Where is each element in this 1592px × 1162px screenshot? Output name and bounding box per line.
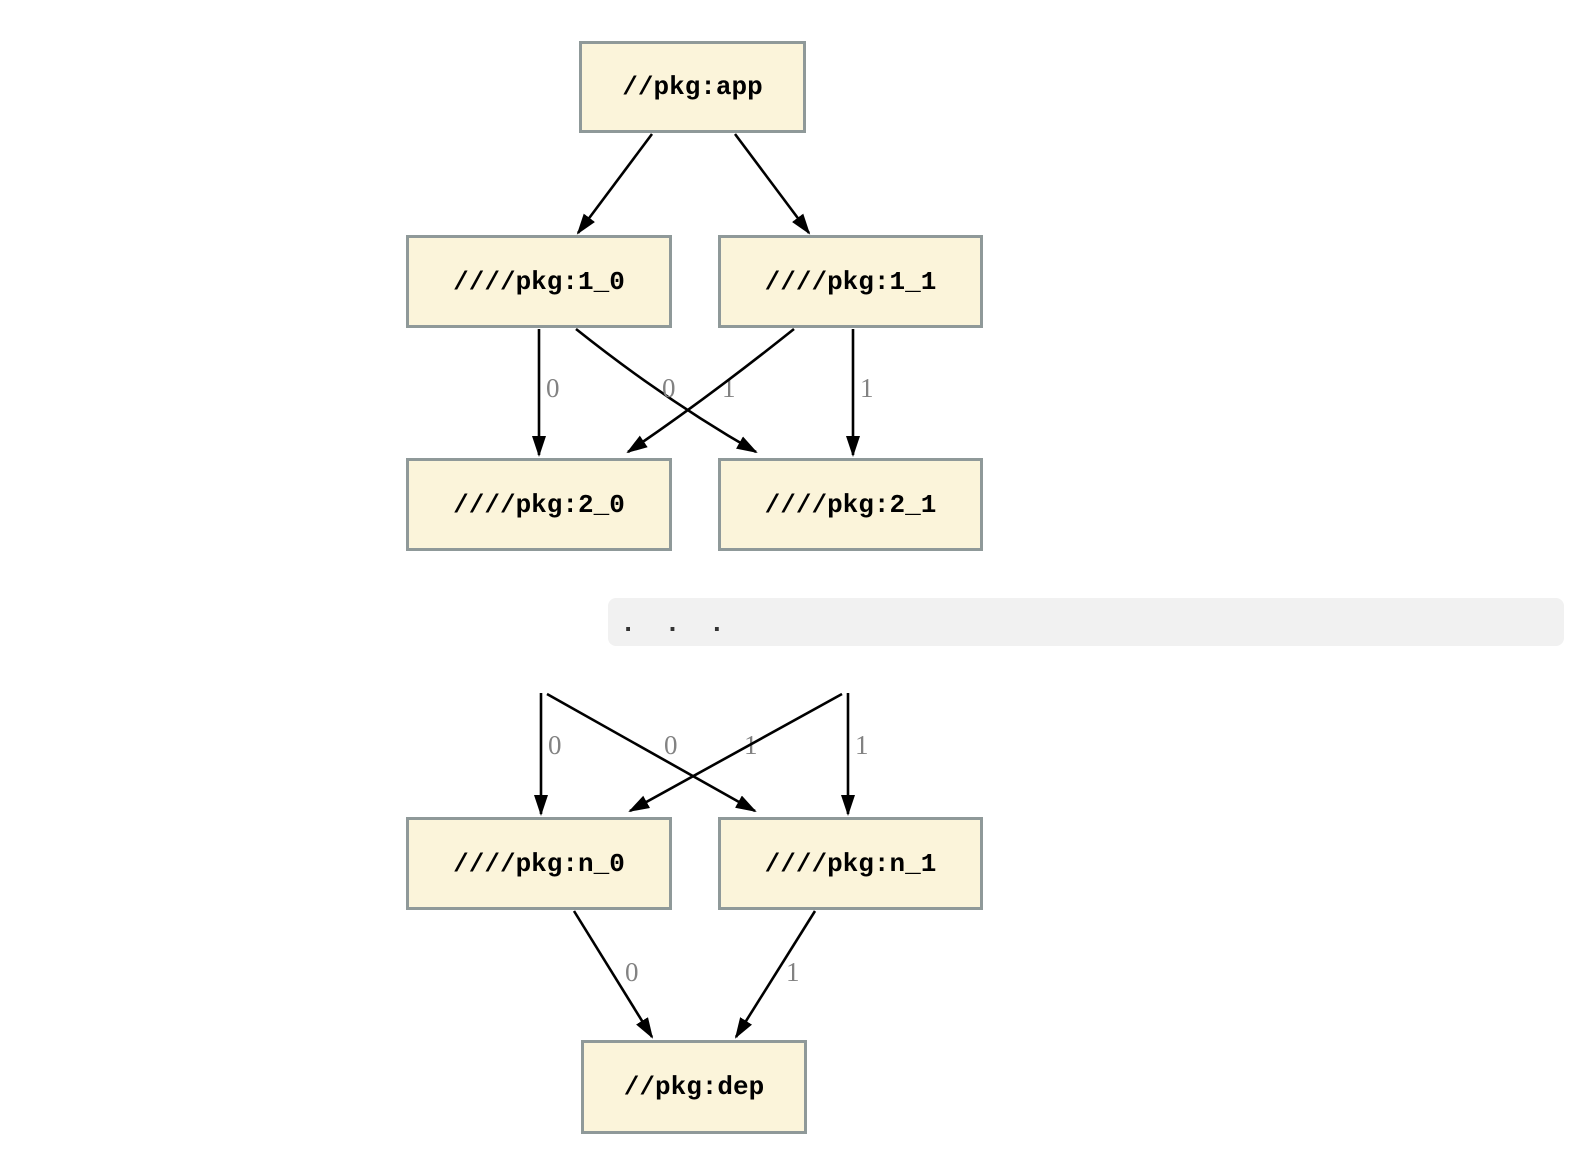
- node-2_0: ////pkg:2_0: [406, 458, 672, 551]
- node-dep: //pkg:dep: [581, 1040, 807, 1134]
- edge-app-to-1_0: [576, 133, 654, 235]
- edge-label-ellipsis-left-to-n_1: 1: [744, 730, 758, 760]
- node-n_0: ////pkg:n_0: [406, 817, 672, 910]
- node-2_1: ////pkg:2_1: [718, 458, 983, 551]
- node-n_1: ////pkg:n_1: [718, 817, 983, 910]
- edge-label-ellipsis-left-to-n_0: 0: [548, 730, 562, 760]
- edge-ellipsis-right-to-n_0: [628, 692, 843, 813]
- edge-label-ellipsis-right-to-n_0: 0: [664, 730, 678, 760]
- edge-label-1_0-to-2_1: 1: [722, 373, 736, 403]
- edge-ellipsis-left-to-n_1: [546, 692, 757, 813]
- edge-app-to-1_1: [733, 133, 811, 235]
- edge-1_1-to-2_0: [626, 327, 795, 454]
- edge-label-1_0-to-2_0: 0: [546, 373, 560, 403]
- node-app: //pkg:app: [579, 41, 806, 133]
- continuation-ellipsis-bar: . . .: [608, 598, 1564, 646]
- node-1_1: ////pkg:1_1: [718, 235, 983, 328]
- edge-1_0-to-2_1: [575, 327, 758, 454]
- node-1_0: ////pkg:1_0: [406, 235, 672, 328]
- edge-label-n_1-to-dep: 1: [786, 957, 800, 987]
- edge-label-n_0-to-dep: 0: [625, 957, 639, 987]
- edge-label-ellipsis-right-to-n_1: 1: [855, 730, 869, 760]
- edge-label-1_1-to-2_1: 1: [860, 373, 874, 403]
- edge-n_0-to-dep: [572, 910, 654, 1039]
- edge-n_1-to-dep: [734, 910, 817, 1039]
- edge-label-1_1-to-2_0: 0: [662, 373, 676, 403]
